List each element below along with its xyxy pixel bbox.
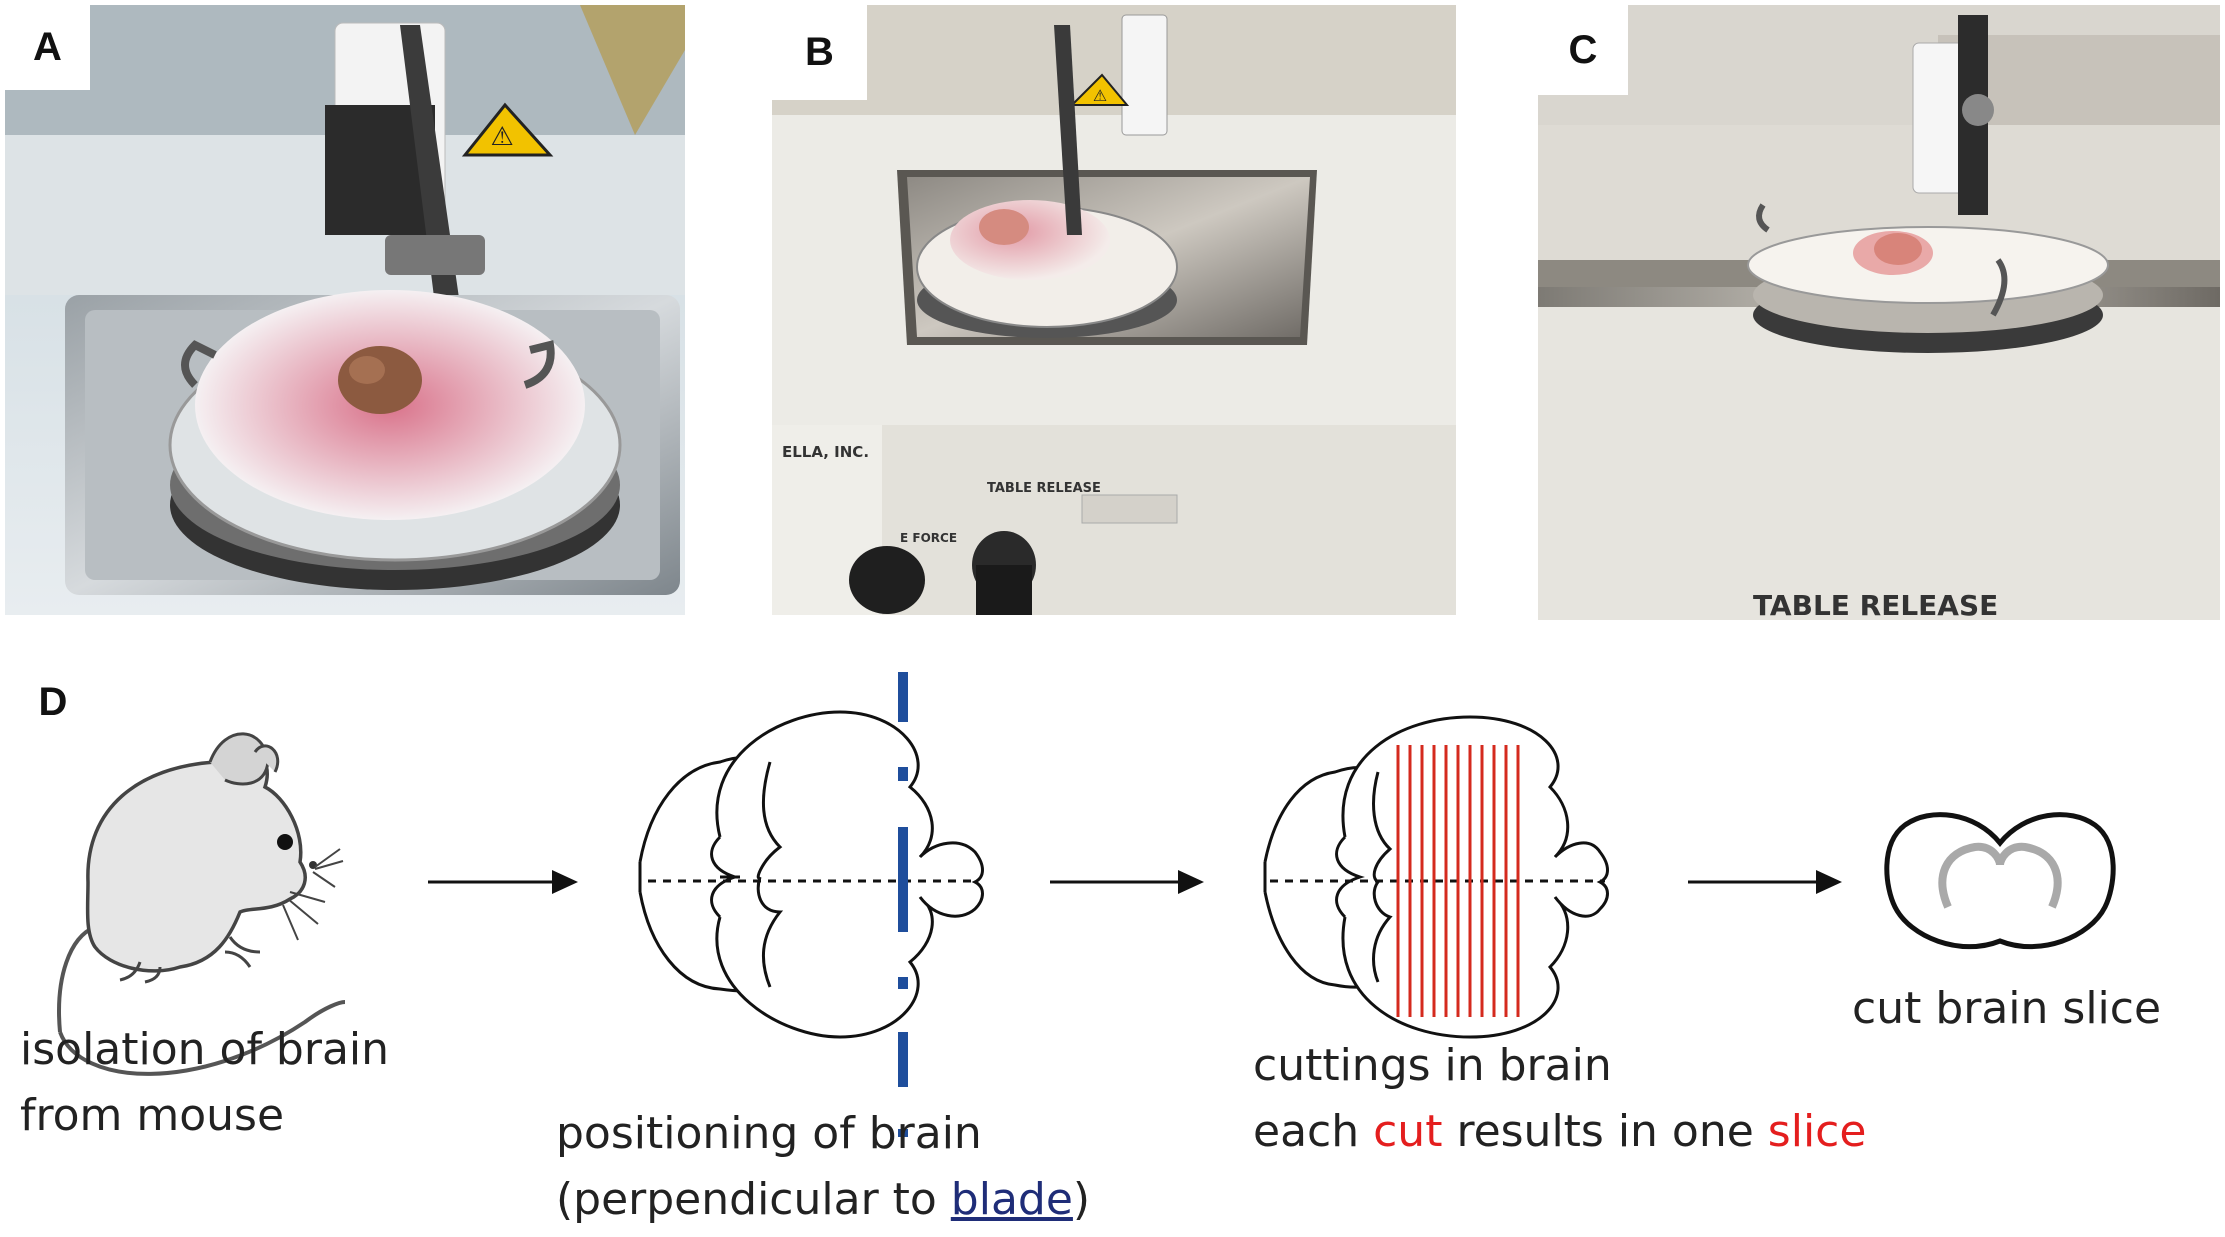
brain-cuttings-diagram (1263, 715, 1609, 1039)
caption-positioning-line2: (perpendicular to blade) (556, 1167, 1090, 1233)
photo-panel-c: TABLE RELEASE (1538, 5, 2220, 620)
caption-isolation-line1: isolation of brain (20, 1024, 390, 1075)
caption-cuttings-slice: slice (1767, 1106, 1867, 1157)
caption-positioning-post: ) (1072, 1174, 1091, 1225)
panel-letter-c: C (1538, 5, 1628, 95)
arrow-3 (1688, 870, 1842, 894)
caption-positioning-pre: (perpendicular to (556, 1174, 951, 1225)
caption-positioning-line1: positioning of brain (556, 1108, 982, 1159)
caption-cuttings-cut: cut (1373, 1106, 1443, 1157)
caption-cuttings-line2: each cut results in one slice (1253, 1099, 1866, 1165)
cut-brain-slice-diagram (1884, 812, 2116, 950)
caption-slice: cut brain slice (1852, 983, 2162, 1034)
label-table-release-c: TABLE RELEASE (1753, 589, 1998, 620)
panel-letter-a: A (5, 5, 90, 90)
caption-cuttings-c: results in one (1442, 1106, 1768, 1157)
label-force-b: E FORCE (900, 531, 957, 545)
diagram-panel-d (57, 672, 2116, 1137)
svg-text:⚠: ⚠ (490, 122, 513, 152)
arrow-2 (1050, 870, 1204, 894)
caption-positioning: positioning of brain (perpendicular to b… (556, 1101, 1090, 1233)
photo-panel-a: ⚠ (5, 5, 685, 615)
arrow-1 (428, 870, 578, 894)
panel-letter-b: B (772, 5, 867, 100)
photo-panel-b: ⚠ ELLA, INC. TABLE RELEASE E FORCE (772, 5, 1456, 615)
brain-positioning-diagram (638, 710, 984, 1039)
caption-cuttings-a: each (1253, 1106, 1374, 1157)
label-plate-b: ELLA, INC. (782, 443, 869, 461)
blade-line (898, 672, 908, 1137)
caption-isolation: isolation of brain from mouse (20, 1017, 389, 1149)
caption-cuttings-line1: cuttings in brain (1253, 1040, 1612, 1091)
caption-isolation-line2: from mouse (20, 1090, 285, 1141)
blade-link[interactable]: blade (950, 1174, 1073, 1225)
caption-cuttings: cuttings in brain each cut results in on… (1253, 1033, 1866, 1165)
label-table-release-b: TABLE RELEASE (987, 481, 1101, 496)
panel-letter-d: D (8, 665, 98, 740)
mouse-illustration (57, 732, 346, 1076)
svg-text:⚠: ⚠ (1093, 86, 1107, 105)
